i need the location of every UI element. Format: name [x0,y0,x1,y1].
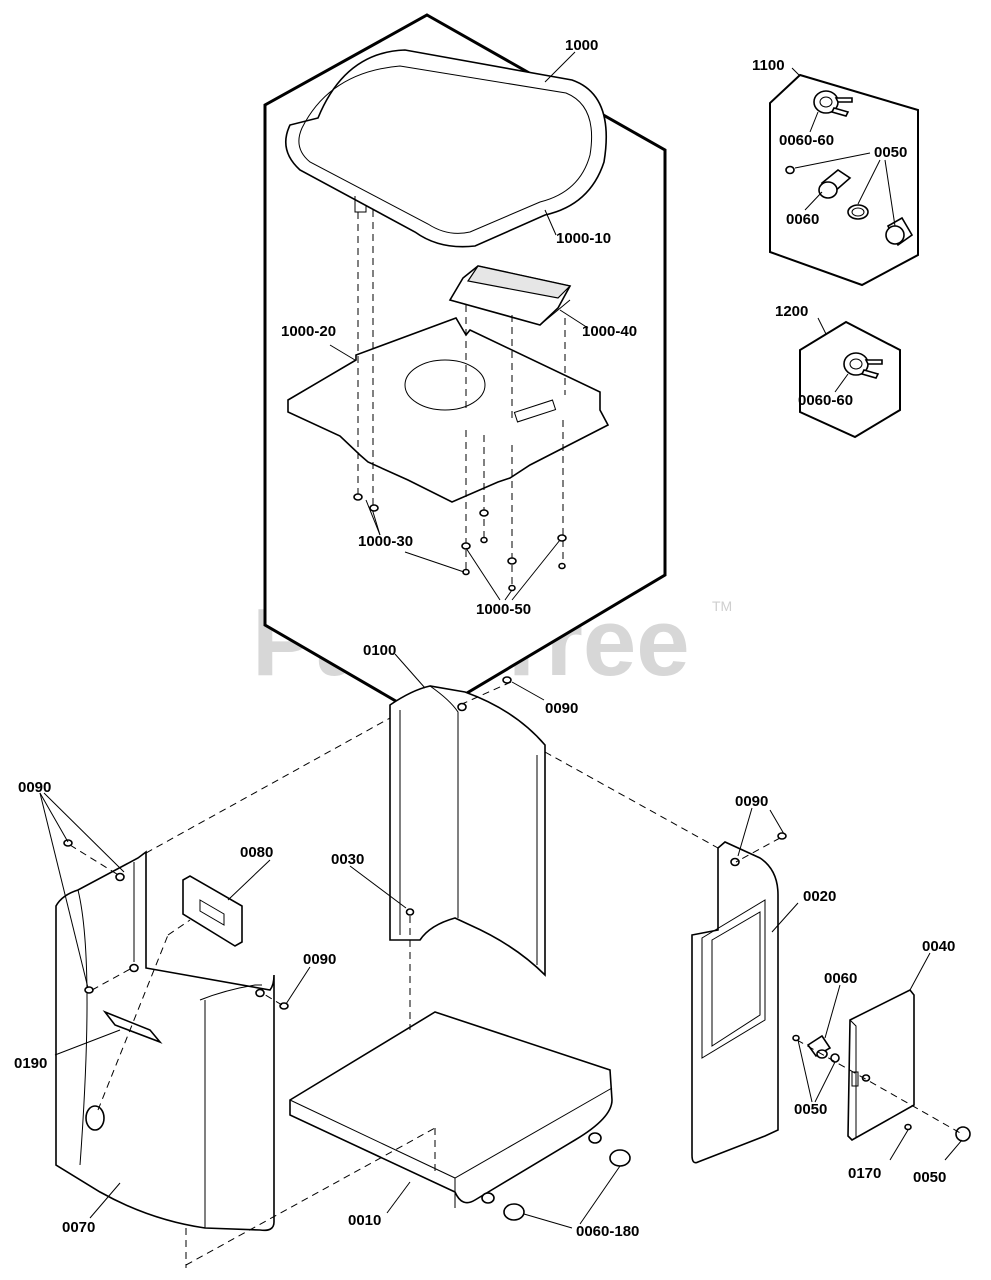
lock-parts-1100[interactable] [785,165,914,247]
label-0090-left: 0090 [18,779,51,796]
roof-vent-1000-40[interactable] [448,265,572,326]
label-1000-40: 1000-40 [582,323,637,340]
door-0040[interactable] [847,988,915,1141]
side-panel-0070[interactable] [55,850,275,1232]
label-0090-top: 0090 [545,700,578,717]
hardware-1000[interactable] [353,493,567,592]
label-1100-0060: 0060 [786,211,819,228]
washers-0050[interactable] [792,1034,971,1142]
side-panel-0020[interactable] [691,841,779,1164]
key-lock-1100[interactable] [813,90,853,117]
label-0060: 0060 [824,970,857,987]
leaders-1000 [329,51,589,601]
roof-panel-1000-20[interactable] [287,317,610,503]
guide-lines-lower [69,681,963,1268]
label-1200: 1200 [775,303,808,320]
label-0020: 0020 [803,888,836,905]
label-1000-10: 1000-10 [556,230,611,247]
label-1000-50: 1000-50 [476,601,531,618]
label-0190: 0190 [14,1055,47,1072]
bracket-0080[interactable] [182,875,243,947]
label-1200-0060-60: 0060-60 [798,392,853,409]
label-0170: 0170 [848,1165,881,1182]
roof-lid-1000-10[interactable] [284,49,608,248]
label-0040: 0040 [922,938,955,955]
label-0030: 0030 [331,851,364,868]
assembly-1200-box [799,320,901,439]
label-1000-20: 1000-20 [281,323,336,340]
back-panel-0100[interactable] [389,685,546,977]
label-1100-0050: 0050 [874,144,907,161]
leaders-lower [39,653,963,1229]
label-1100-0060-60: 0060-60 [779,132,834,149]
label-0010: 0010 [348,1212,381,1229]
key-lock-1200[interactable] [843,352,883,379]
label-0070: 0070 [62,1219,95,1236]
label-1000: 1000 [565,37,598,54]
base-0010[interactable] [289,1011,613,1208]
watermark-trademark: TM [712,598,732,614]
leaders-1100 [791,67,896,227]
label-0050-b: 0050 [913,1169,946,1186]
label-1100: 1100 [752,57,785,74]
label-0050-a: 0050 [794,1101,827,1118]
plug-0060-180[interactable] [503,1149,631,1221]
label-0090-right: 0090 [735,793,768,810]
leaders-1200 [817,317,849,393]
guide-lines-1000 [357,210,566,590]
latch-0060[interactable] [806,1034,832,1059]
label-0100: 0100 [363,642,396,659]
label-1000-30: 1000-30 [358,533,413,550]
label-0080: 0080 [240,844,273,861]
label-0060-180: 0060-180 [576,1223,639,1240]
label-0090-mid: 0090 [303,951,336,968]
